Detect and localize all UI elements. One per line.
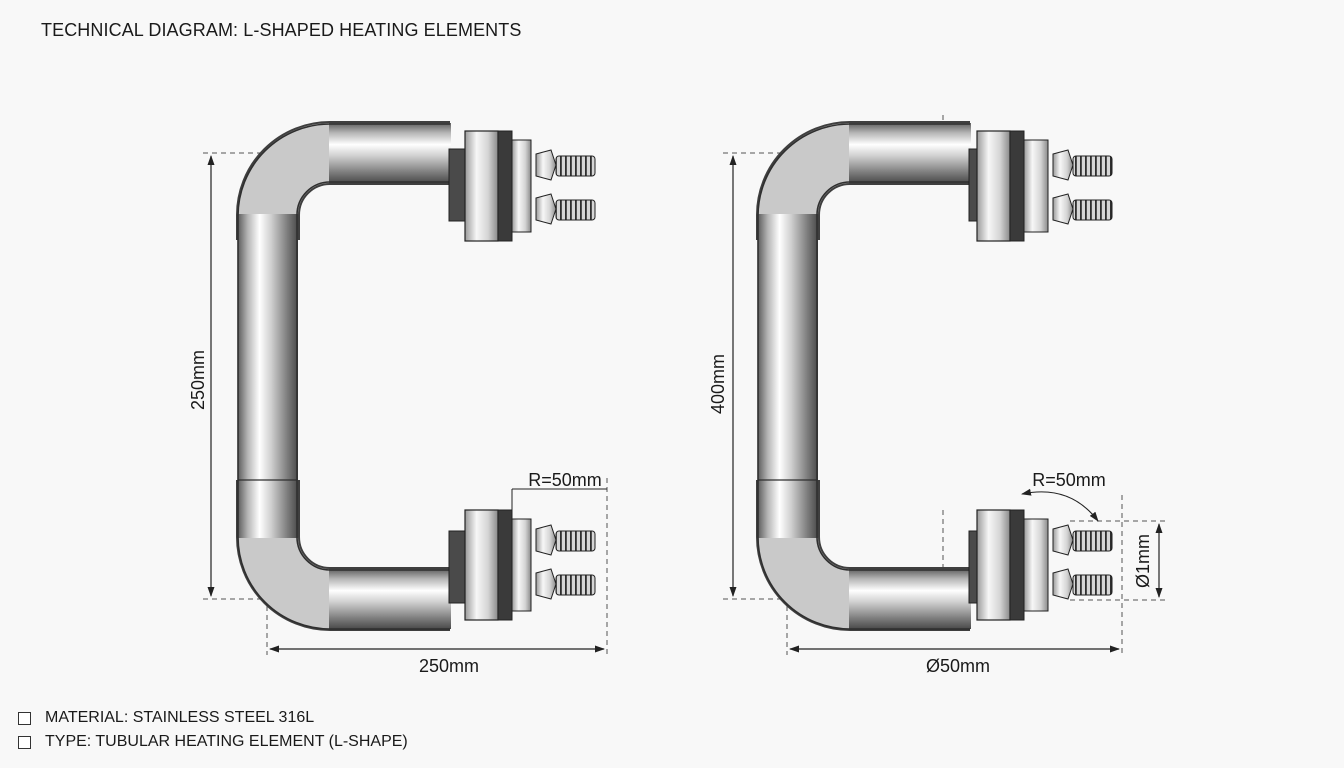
height-label-left: 250mm	[188, 350, 208, 410]
terminal-fitting-top	[968, 130, 1113, 242]
material-checkbox[interactable]	[18, 711, 31, 725]
terminal-gap-label: Ø1mm	[1133, 534, 1153, 588]
heating-element-right: 400mm Ø50mm R=50mm Ø1mm	[708, 115, 1165, 676]
type-checkbox[interactable]	[18, 735, 31, 749]
radius-label-left: R=50mm	[528, 470, 602, 490]
terminal-fitting-top	[448, 130, 596, 242]
radius-label-right: R=50mm	[1032, 470, 1106, 490]
dimension-height-right: 400mm	[708, 155, 737, 597]
terminal-fitting-bottom	[968, 509, 1113, 621]
dimension-radius-right: R=50mm	[1021, 470, 1106, 522]
spec-item-type[interactable]: TYPE: TUBULAR HEATING ELEMENT (L-SHAPE)	[18, 730, 408, 754]
dimension-height-left: 250mm	[188, 155, 215, 597]
type-label: TYPE: TUBULAR HEATING ELEMENT (L-SHAPE)	[45, 733, 408, 750]
spec-item-material[interactable]: MATERIAL: STAINLESS STEEL 316L	[18, 706, 408, 730]
material-label: MATERIAL: STAINLESS STEEL 316L	[45, 709, 315, 726]
dimension-terminal-gap: Ø1mm	[1133, 523, 1163, 598]
terminal-fitting-bottom	[448, 509, 596, 621]
tube	[236, 121, 451, 631]
dimension-width-left: 250mm	[269, 645, 605, 676]
spec-list: MATERIAL: STAINLESS STEEL 316L TYPE: TUB…	[18, 706, 408, 754]
tube	[756, 121, 971, 631]
dimension-radius-left: R=50mm	[511, 470, 607, 510]
height-label-right: 400mm	[708, 354, 728, 414]
width-label-right: Ø50mm	[926, 656, 990, 676]
width-label-left: 250mm	[419, 656, 479, 676]
dimension-width-right: Ø50mm	[789, 645, 1120, 676]
page-title: TECHNICAL DIAGRAM: L-SHAPED HEATING ELEM…	[41, 20, 522, 40]
heating-element-left: 250mm 250mm R=50mm	[188, 121, 608, 676]
